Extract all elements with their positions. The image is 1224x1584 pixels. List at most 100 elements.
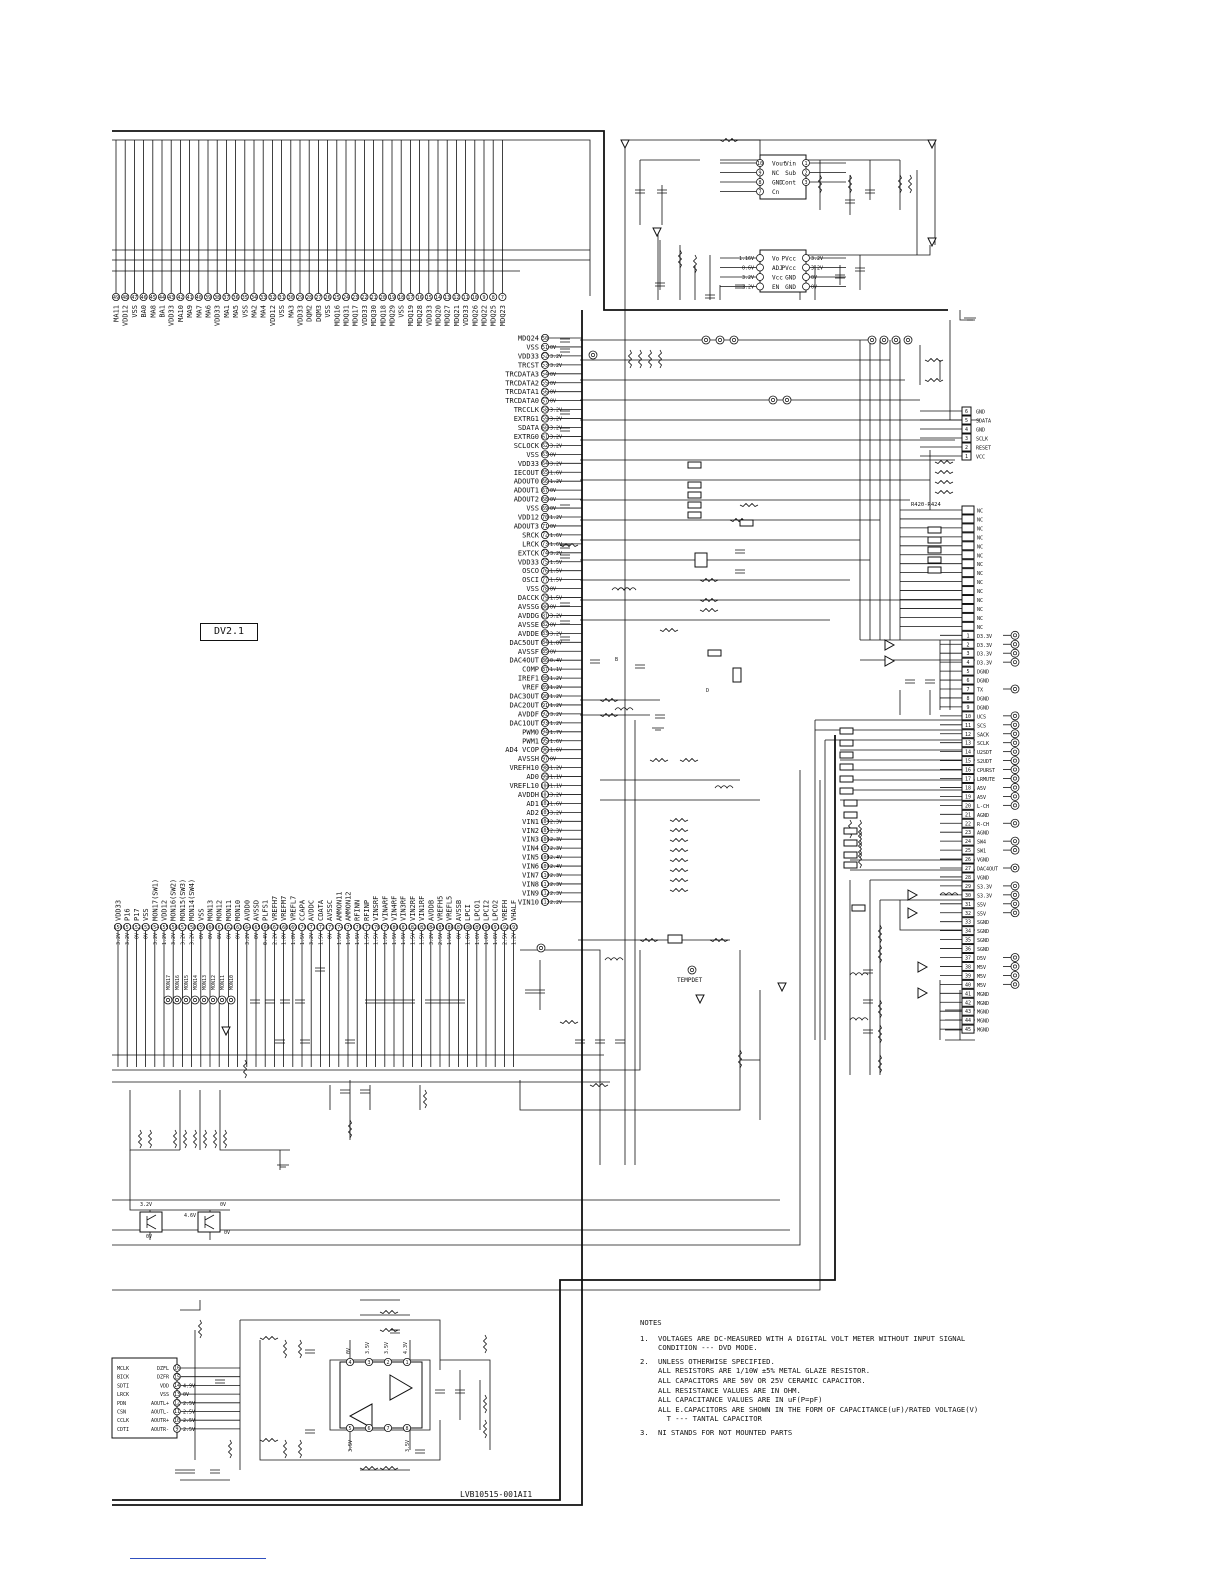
nc-pin-label: NC xyxy=(977,535,983,541)
capacitor xyxy=(435,1389,445,1394)
capacitor xyxy=(863,1029,873,1034)
right-pin-num: 73 xyxy=(542,542,548,548)
connector-terminal-inner xyxy=(1013,803,1017,808)
bottom-pin-ring xyxy=(178,923,187,932)
dac-left-label: CSN xyxy=(117,1410,126,1416)
connector-terminal-inner xyxy=(1013,866,1017,870)
opamp-triangle-a xyxy=(389,1374,414,1401)
right-pin-voltage: 2.3V xyxy=(550,819,562,825)
connector-pin-num: 12 xyxy=(965,732,971,738)
resistor xyxy=(934,489,954,495)
regulator-left-label: Vo xyxy=(772,256,780,263)
top-pin-ring xyxy=(112,292,121,301)
right-pin-voltage: 1.1V xyxy=(550,775,562,781)
top-pin-ring xyxy=(360,292,369,301)
right-pin-label: DAC3OUT xyxy=(509,693,539,701)
top-pin-num: 14 xyxy=(435,295,441,301)
bottom-pin-label: AVDD0 xyxy=(243,900,251,921)
right-pin-ring xyxy=(541,423,550,432)
right-pin-ring xyxy=(541,459,550,468)
opamp-top-pin-ring xyxy=(345,1358,354,1367)
right-pin-ring xyxy=(541,620,550,629)
test-point-inner xyxy=(785,398,789,402)
nc-pin-label: NC xyxy=(977,562,983,568)
regulator-left-label: EN xyxy=(772,284,780,291)
right-pin-num: 88 xyxy=(542,676,548,682)
connector-pin-num: 32 xyxy=(965,911,971,917)
regulator-right-pin xyxy=(802,159,810,167)
bottom-pin-voltage: 3.2V xyxy=(180,933,186,945)
bottom-pin-label: LPCO2 xyxy=(492,900,500,921)
capacitor xyxy=(425,999,435,1004)
right-pin-num: 80 xyxy=(542,604,548,610)
right-pin-label: EXTCK xyxy=(518,549,540,557)
top-pin-label: MA7 xyxy=(195,305,203,318)
aux-terminal-inner xyxy=(175,998,179,1002)
top-pin-label: MA10 xyxy=(177,305,185,322)
resistor xyxy=(669,827,689,833)
right-pin-ring xyxy=(541,638,550,647)
right-pin-ring xyxy=(541,611,550,620)
right-pin-ring xyxy=(541,683,550,692)
right-pin-label: VDD33 xyxy=(518,460,539,468)
right-pin-num: 109 xyxy=(540,864,549,870)
right-pin-ring xyxy=(541,486,550,495)
connector-terminal-inner xyxy=(1013,749,1017,754)
bottom-pin-voltage: 1.5V xyxy=(447,933,453,945)
right-pin-ring xyxy=(541,351,550,360)
right-pin-voltage: 2.2V xyxy=(550,900,562,906)
right-pin-num: 55 xyxy=(542,381,548,387)
drawing-number: LVB10515-001AI1 xyxy=(460,1490,533,1499)
nc-pin-box xyxy=(961,595,975,604)
bottom-pin-label: VINARF xyxy=(381,896,389,921)
right-pin-label: AVDDH xyxy=(518,791,539,799)
regulator-left-pin xyxy=(756,282,764,291)
connector-terminal-inner xyxy=(1013,722,1017,727)
connector-pin-label: D3.3V xyxy=(977,643,992,649)
capacitor xyxy=(560,636,570,641)
top-pin-label: VDD33 xyxy=(297,305,305,326)
bottom-pin-voltage: 2.5V xyxy=(502,933,508,945)
nc-pin-label: NC xyxy=(977,553,983,559)
capacitor xyxy=(305,1349,315,1354)
right-pin-num: 54 xyxy=(542,372,548,378)
transistor-voltage: 0V xyxy=(224,1230,230,1236)
top-pin-ring xyxy=(240,292,249,301)
dac-right-label: DZFR xyxy=(157,1375,170,1381)
bottom-pin-voltage: 1.5V xyxy=(337,933,343,945)
resistor xyxy=(222,1129,228,1149)
top-pin-num: 43 xyxy=(168,295,174,301)
bottom-pin-num: 163 xyxy=(233,925,242,931)
right-pin-label: VDD33 xyxy=(518,352,539,360)
aux-terminal-label: MON15 xyxy=(184,975,190,990)
bottom-pin-ring xyxy=(205,923,214,932)
top-pin-num: 47 xyxy=(131,295,137,301)
bottom-pin-label: VSS xyxy=(197,908,205,921)
regulator-right-pin xyxy=(802,263,810,272)
aux-terminal-inner xyxy=(184,998,188,1002)
opamp-top-pin-ring xyxy=(364,1358,373,1367)
bottom-pin-num: 156 xyxy=(169,925,178,931)
connector-pin-num: 25 xyxy=(965,848,971,854)
right-pin-num: 112 xyxy=(540,891,549,897)
bottom-pin-num: 188 xyxy=(463,925,472,931)
regulator-right-voltage: 3.2V xyxy=(811,256,823,262)
bottom-pin-ring xyxy=(196,923,205,932)
resistor xyxy=(259,1437,279,1443)
nc-pin-box xyxy=(961,586,975,596)
test-point-inner xyxy=(906,338,910,342)
nc-pin-label: NC xyxy=(977,526,983,532)
connector-pin-label: R-CH xyxy=(977,822,989,828)
top-pin-ring xyxy=(213,292,222,301)
regulator-right-pin-num: 1 xyxy=(804,161,807,167)
top-pin-num: 45 xyxy=(150,295,156,301)
power-flag xyxy=(777,982,787,993)
bottom-pin-num: 162 xyxy=(224,925,233,931)
right-pin-voltage: 0V xyxy=(550,372,556,378)
capacitor xyxy=(415,1449,425,1454)
right-pin-ring xyxy=(541,879,550,888)
capacitor xyxy=(265,999,275,1004)
connector-terminal-inner xyxy=(1013,740,1017,745)
top-pin-label: MA1 xyxy=(223,305,231,318)
